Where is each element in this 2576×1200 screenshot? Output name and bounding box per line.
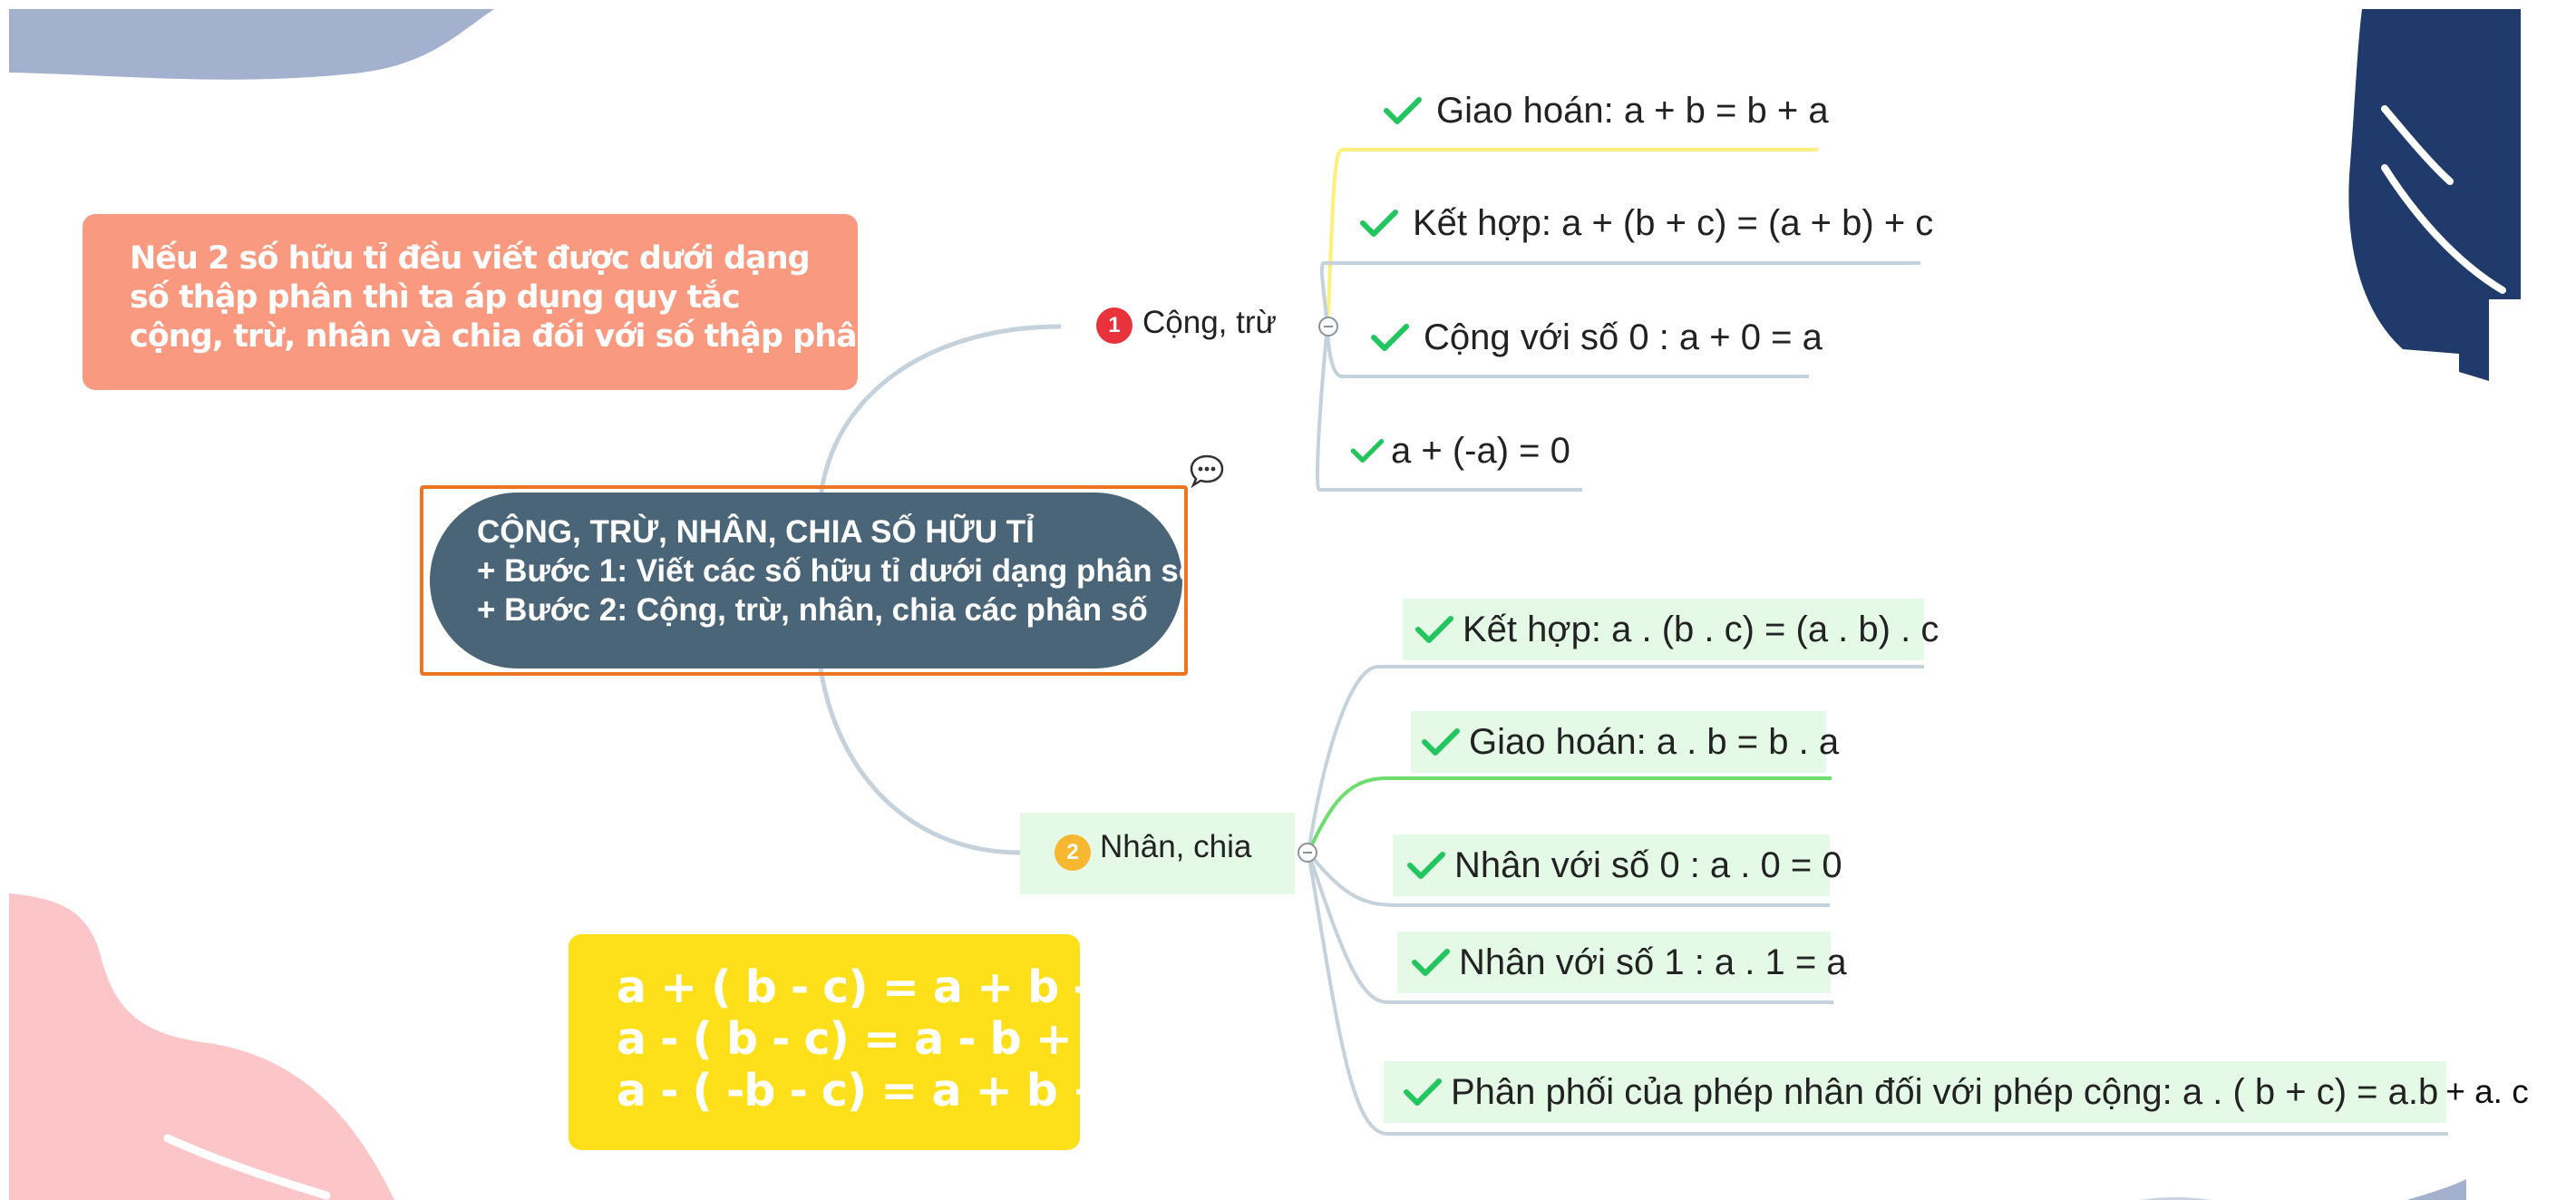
formula-line: a + ( b - c) = a + b - c: [617, 961, 1132, 1013]
branch-2-leaf[interactable]: Giao hoán: a . b = b . a: [1411, 711, 1839, 773]
note-box[interactable]: Nếu 2 số hữu tỉ đều viết được dưới dạng …: [83, 214, 890, 390]
check-icon: [1350, 438, 1385, 463]
check-icon: [1404, 1078, 1442, 1106]
branch-1-label[interactable]: Cộng, trừ: [1142, 305, 1277, 340]
decor-bottom-mid-corner: [2140, 1196, 2212, 1200]
branch-2-leaf[interactable]: Kết hợp: a . (b . c) = (a . b) . c: [1403, 599, 1939, 660]
branch2-to-leaf2: [1307, 776, 1832, 854]
decor-leaf-stroke-2: [2381, 164, 2506, 294]
connector-to-branch-1: [818, 324, 1062, 498]
leaf-text: a + (-a) = 0: [1391, 430, 1570, 471]
leaf-text: Phân phối của phép nhân đối với phép cộn…: [1451, 1071, 2439, 1112]
branch2-to-leaf3: [1307, 851, 1830, 907]
branch2-to-leaf5: [1307, 852, 2448, 1136]
branch-2-collapse-toggle-icon[interactable]: [1298, 843, 1317, 863]
central-topic-selection: [420, 485, 1188, 676]
check-icon: [1412, 949, 1450, 976]
branch-2-leaf[interactable]: Nhân với số 1 : a . 1 = a: [1397, 932, 1847, 993]
branch-1-leaf[interactable]: Giao hoán: a + b = b + a: [1382, 80, 1829, 141]
branch-2-number-badge: 2: [1055, 834, 1091, 871]
decor-blob-stroke: [163, 1134, 331, 1200]
check-icon: [1422, 728, 1460, 756]
note-line: cộng, trừ, nhân và chia đối với số thập …: [130, 318, 890, 355]
note-line: số thập phân thì ta áp dụng quy tắc: [130, 279, 741, 316]
leaf-text: Nhân với số 0 : a . 0 = 0: [1454, 844, 1842, 885]
leaf-text: Kết hợp: a + (b + c) = (a + b) + c: [1413, 202, 1934, 243]
decor-top-left-wave: [9, 9, 494, 80]
central-title: CỘNG, TRỪ, NHÂN, CHIA SỐ HỮU TỈ: [477, 514, 1035, 550]
leaf-text: Nhân với số 1 : a . 1 = a: [1459, 941, 1847, 982]
check-icon: [1360, 210, 1398, 237]
branch2-to-leaf4: [1307, 852, 1833, 1004]
branch-1-leaf[interactable]: a + (-a) = 0: [1349, 420, 1570, 482]
check-icon: [1384, 97, 1422, 124]
comment-icon[interactable]: [1189, 454, 1225, 488]
leaf-text: Giao hoán: a + b = b + a: [1436, 90, 1829, 131]
branch1-to-leaf1: [1326, 148, 1818, 327]
formula-box[interactable]: a + ( b - c) = a + b - c a - ( b - c) = …: [569, 934, 1149, 1150]
decor-top-right-leaf: [2348, 9, 2521, 381]
branch-1-leaf[interactable]: Kết hợp: a + (b + c) = (a + b) + c: [1358, 192, 1933, 254]
formula-line: a - ( -b - c) = a + b + c: [617, 1065, 1149, 1117]
decor-bottom-left-blob: [9, 893, 394, 1200]
branch1-to-leaf2: [1319, 261, 1920, 327]
decor-leaf-stroke-1: [2381, 105, 2454, 185]
note-line: Nếu 2 số hữu tỉ đều viết được dưới dạng: [130, 240, 811, 277]
central-step-2: + Bước 2: Cộng, trừ, nhân, chia các phân…: [477, 592, 1148, 628]
branch1-to-leaf4: [1316, 326, 1582, 492]
leaf-text: Cộng với số 0 : a + 0 = a: [1424, 317, 1823, 357]
leaf-text: Kết hợp: a . (b . c) = (a . b) . c: [1463, 609, 1939, 649]
central-topic[interactable]: CỘNG, TRỪ, NHÂN, CHIA SỐ HỮU TỈ + Bước 1…: [430, 493, 1182, 668]
decor-bottom-right-corner: [2406, 1179, 2466, 1200]
branch-1-number-badge: 1: [1096, 307, 1132, 344]
leaf-overflow-text: + a. c: [2445, 1073, 2529, 1110]
branch2-to-leaf1: [1307, 665, 1924, 854]
leaf-text: Giao hoán: a . b = b . a: [1469, 721, 1840, 762]
check-icon: [1371, 324, 1409, 351]
branch-2-leaf[interactable]: Phân phối của phép nhân đối với phép cộn…: [1384, 1061, 2529, 1123]
connector-to-branch-2: [818, 668, 1021, 855]
branch-2-leaf[interactable]: Nhân với số 0 : a . 0 = 0: [1393, 834, 1842, 896]
check-icon: [1407, 852, 1445, 879]
formula-line: a - ( b - c) = a - b + c: [617, 1013, 1113, 1065]
branch-1-collapse-toggle-icon[interactable]: [1318, 317, 1338, 337]
branch-2-label[interactable]: Nhân, chia: [1100, 829, 1252, 864]
check-icon: [1415, 616, 1453, 643]
branch-1-leaf[interactable]: Cộng với số 0 : a + 0 = a: [1369, 307, 1823, 368]
central-step-1: + Bước 1: Viết các số hữu tỉ dưới dạng p…: [477, 553, 1182, 589]
